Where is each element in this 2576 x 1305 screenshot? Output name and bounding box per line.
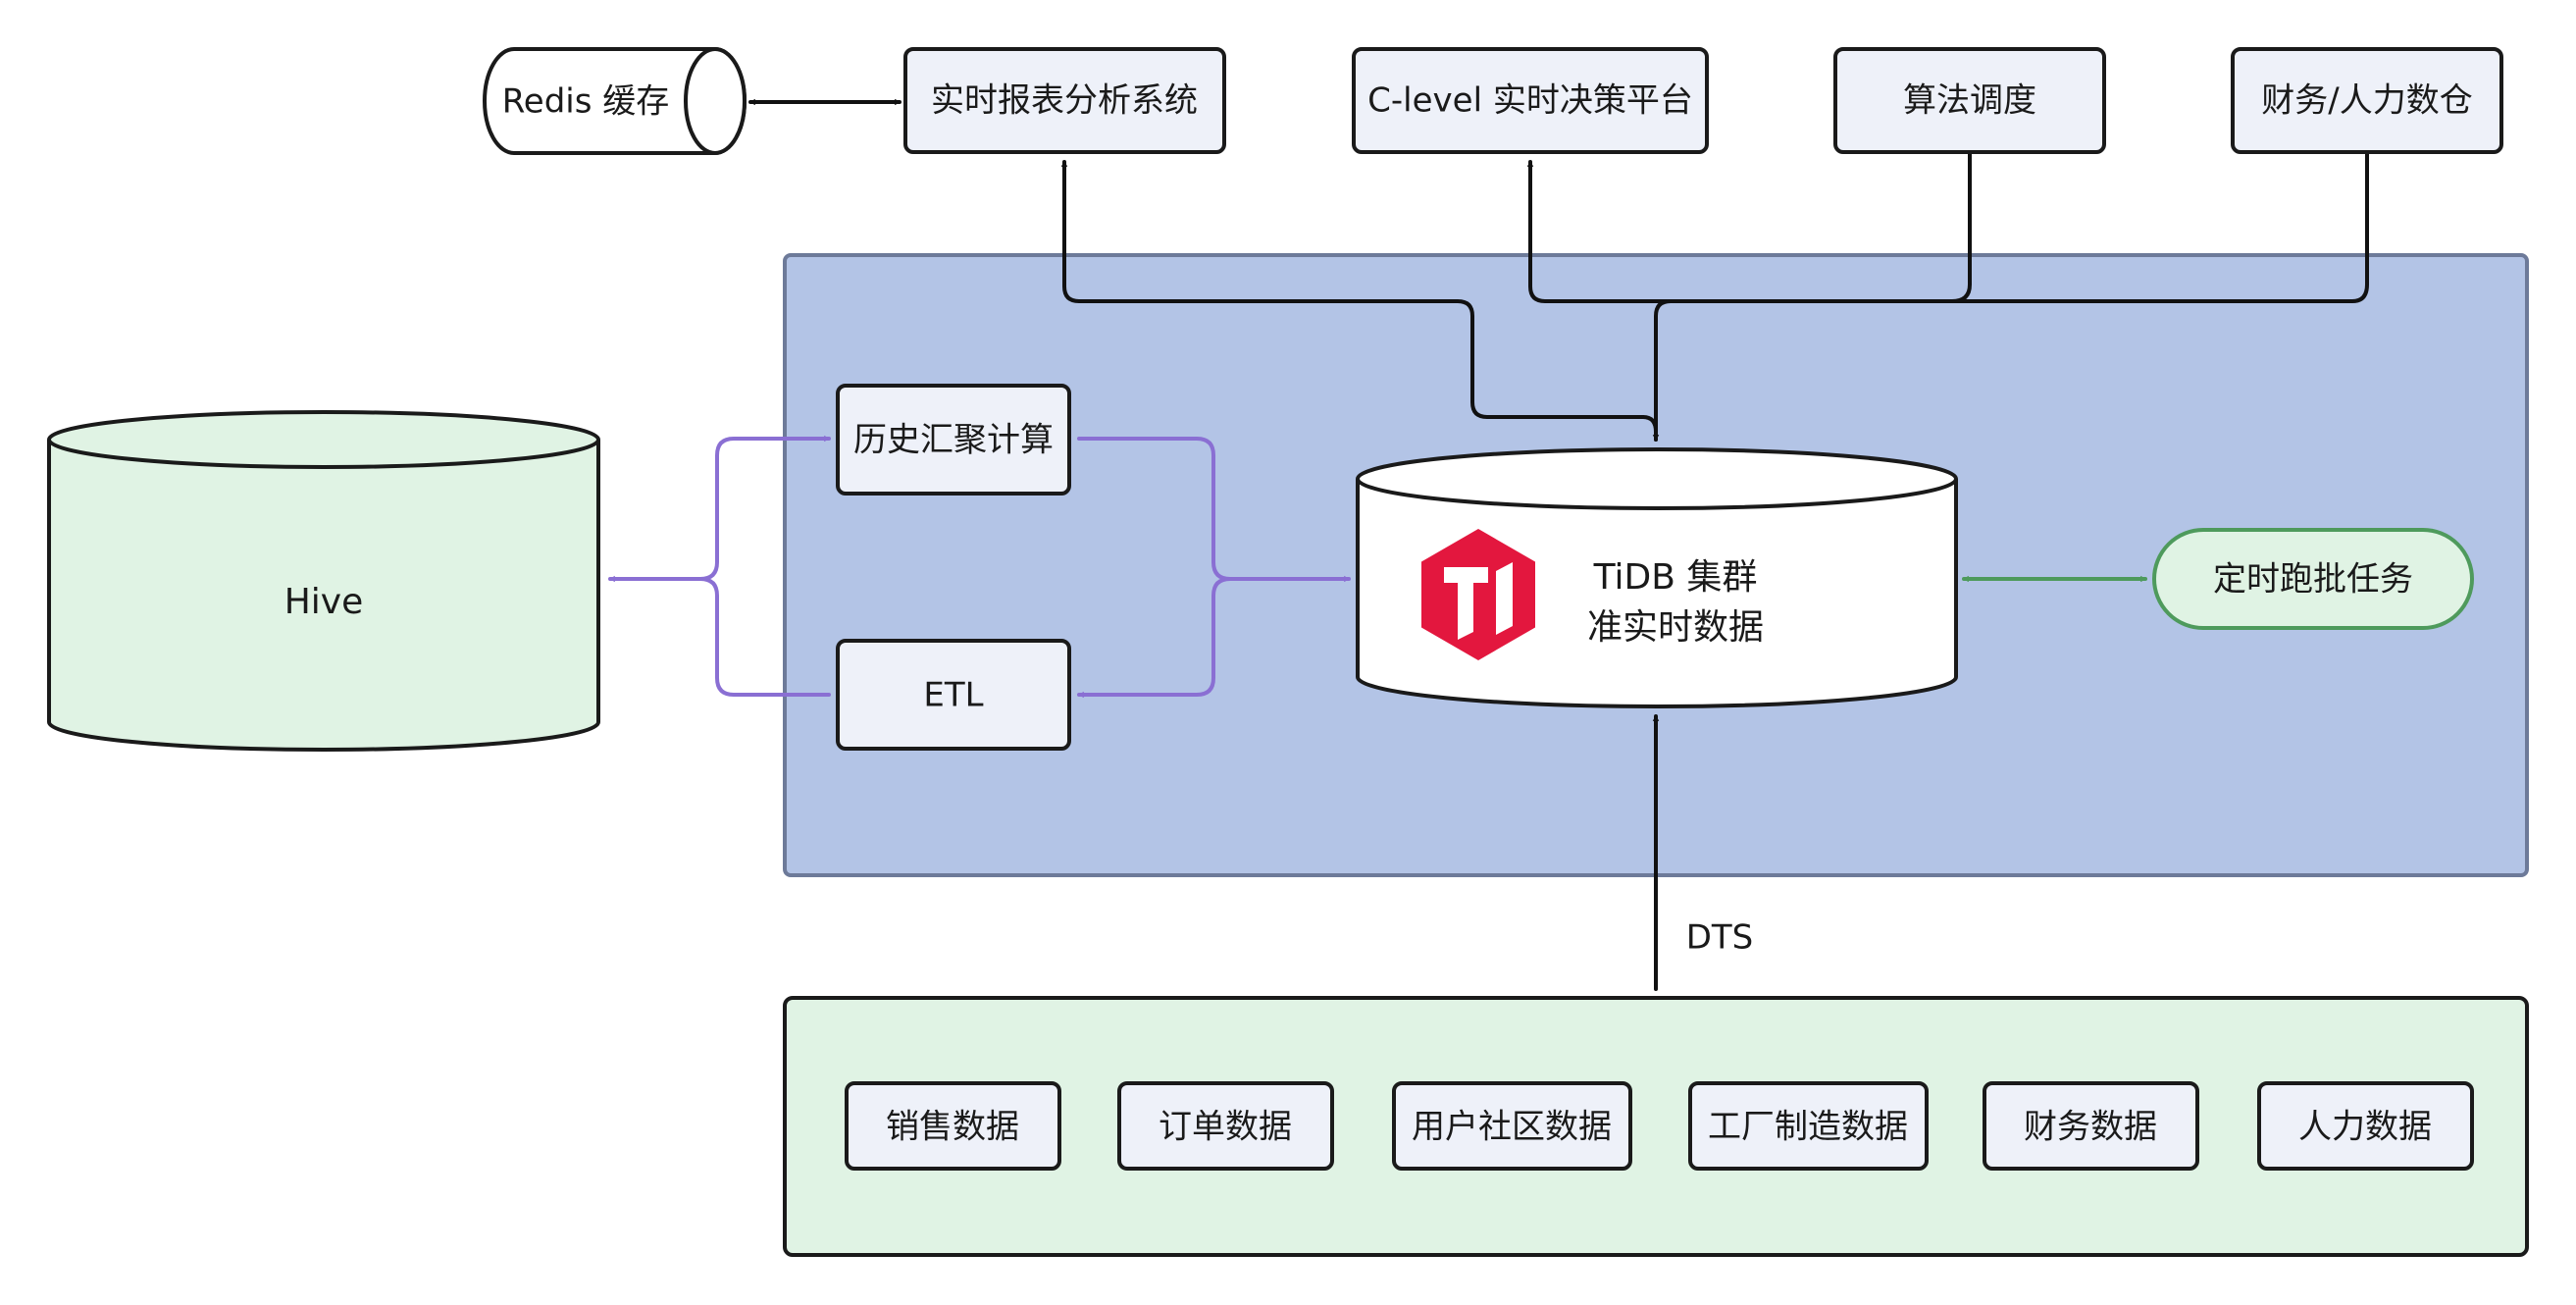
source-label: 订单数据 — [1159, 1108, 1292, 1147]
source-hr-data[interactable]: 人力数据 — [2257, 1081, 2474, 1171]
source-label: 销售数据 — [886, 1108, 1019, 1147]
source-factory-data[interactable]: 工厂制造数据 — [1688, 1081, 1929, 1171]
edge-dw-to-bus — [1654, 152, 2369, 442]
report-system-node[interactable]: 实时报表分析系统 — [903, 47, 1226, 154]
edge-tidb-to-etl — [1077, 577, 1232, 699]
source-label: 用户社区数据 — [1412, 1108, 1612, 1147]
etl-label: ETL — [923, 676, 983, 715]
dts-label: DTS — [1686, 918, 1754, 958]
source-user-community-data[interactable]: 用户社区数据 — [1392, 1081, 1632, 1171]
etl-node[interactable]: ETL — [836, 639, 1071, 751]
hive-label: Hive — [284, 582, 364, 622]
history-agg-label: 历史汇聚计算 — [853, 421, 1054, 460]
tidb-cylinder — [1356, 479, 1958, 708]
hive-cylinder — [47, 440, 600, 752]
source-finance-data[interactable]: 财务数据 — [1983, 1081, 2199, 1171]
source-label: 财务数据 — [2024, 1108, 2157, 1147]
edge-tidb-to-report — [1060, 160, 1645, 419]
batch-task-label: 定时跑批任务 — [2213, 560, 2413, 600]
tidb-cluster-node[interactable]: TiDB 集群 准实时数据 — [1356, 447, 1958, 708]
clevel-platform-node[interactable]: C-level 实时决策平台 — [1352, 47, 1709, 154]
finance-hr-dw-node[interactable]: 财务/人力数仓 — [2231, 47, 2503, 154]
source-order-data[interactable]: 订单数据 — [1117, 1081, 1334, 1171]
redis-cache-node: Redis 缓存 — [483, 47, 747, 155]
tidb-subtitle: 准实时数据 — [1587, 607, 1764, 648]
report-system-label: 实时报表分析系统 — [931, 81, 1198, 121]
edge-bus-to-tidb — [1641, 415, 1660, 442]
edge-etl-to-hive — [698, 577, 831, 697]
history-aggregation-node[interactable]: 历史汇聚计算 — [836, 384, 1071, 496]
tidb-logo-icon — [1421, 529, 1535, 660]
source-sales-data[interactable]: 销售数据 — [845, 1081, 1061, 1171]
redis-cylinder-cap — [684, 47, 747, 155]
hive-cylinder-top — [47, 410, 600, 469]
tidb-title: TiDB 集群 — [1593, 557, 1758, 598]
batch-task-node[interactable]: 定时跑批任务 — [2152, 528, 2474, 630]
tidb-cylinder-top — [1356, 447, 1958, 510]
top-connectors — [748, 98, 2369, 991]
algorithm-label: 算法调度 — [1903, 81, 2036, 121]
source-label: 工厂制造数据 — [1708, 1108, 1908, 1147]
clevel-label: C-level 实时决策平台 — [1367, 81, 1693, 121]
hive-node[interactable]: Hive — [47, 410, 600, 752]
finance-hr-dw-label: 财务/人力数仓 — [2261, 81, 2472, 121]
source-data-row: 销售数据 订单数据 用户社区数据 工厂制造数据 财务数据 人力数据 — [845, 1081, 2474, 1171]
etl-connectors — [608, 435, 1351, 699]
redis-label: Redis 缓存 — [502, 82, 670, 122]
algorithm-scheduling-node[interactable]: 算法调度 — [1833, 47, 2106, 154]
source-label: 人力数据 — [2298, 1108, 2432, 1147]
source-region — [783, 996, 2529, 1257]
